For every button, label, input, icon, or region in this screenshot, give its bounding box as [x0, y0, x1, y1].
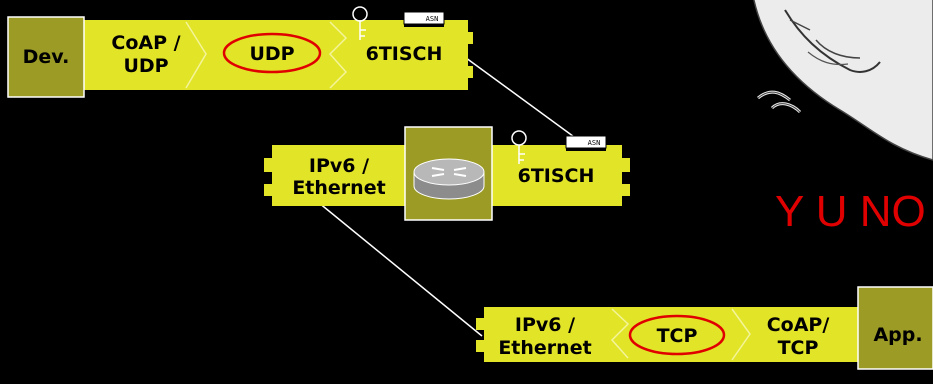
middle-layer-ipv6-line1: IPv6 / — [309, 155, 369, 177]
bottom-layer-tcp-label: TCP — [657, 325, 698, 347]
asn-chip-icon: ASN — [403, 11, 445, 27]
meme-face-icon — [753, 0, 933, 161]
y-u-no-caption: Y U NO — [775, 187, 926, 236]
asn-chip-icon: ASN — [565, 135, 607, 151]
bottom-layer-coap-line1: CoAP/ — [767, 314, 830, 336]
middle-stack: IPv6 / Ethernet 6TISCH ASN — [264, 126, 630, 221]
bottom-stack-bar — [476, 307, 866, 362]
app-endpoint-block — [857, 286, 933, 370]
udp-highlight-ring — [222, 32, 322, 74]
top-layer-coap-line1: CoAP / — [111, 32, 180, 54]
top-sep-2 — [328, 21, 348, 89]
top-stack-bar — [78, 20, 473, 90]
dev-endpoint-block — [7, 16, 85, 98]
top-layer-udp-label: UDP — [249, 43, 294, 65]
key-icon — [511, 130, 527, 164]
top-stack: Dev. CoAP / UDP UDP 6TISCH ASN — [7, 6, 473, 98]
top-to-middle-link — [461, 54, 593, 151]
app-endpoint-label: App. — [873, 324, 922, 346]
bottom-layer-ipv6-line2: Ethernet — [498, 337, 591, 359]
top-layer-coap-line2: UDP — [123, 55, 168, 77]
asn-chip-label: ASN — [588, 139, 601, 147]
middle-layer-6tisch-label: 6TISCH — [518, 165, 595, 187]
bottom-stack: App. IPv6 / Ethernet TCP CoAP/ TCP — [476, 286, 933, 370]
key-icon — [352, 6, 368, 40]
router-icon — [413, 158, 485, 200]
dev-endpoint-label: Dev. — [23, 46, 70, 68]
middle-to-bottom-link — [312, 197, 483, 337]
top-sep-1 — [185, 21, 207, 89]
bottom-sep-2 — [731, 308, 751, 361]
tcp-highlight-ring — [628, 314, 726, 356]
asn-chip-label: ASN — [426, 15, 439, 23]
bottom-layer-ipv6-line1: IPv6 / — [515, 314, 575, 336]
connector-lines — [312, 54, 593, 337]
bottom-sep-1 — [610, 308, 630, 359]
bottom-layer-coap-line2: TCP — [778, 337, 819, 359]
middle-layer-ipv6-line2: Ethernet — [292, 177, 385, 199]
top-layer-6tisch-label: 6TISCH — [366, 43, 443, 65]
